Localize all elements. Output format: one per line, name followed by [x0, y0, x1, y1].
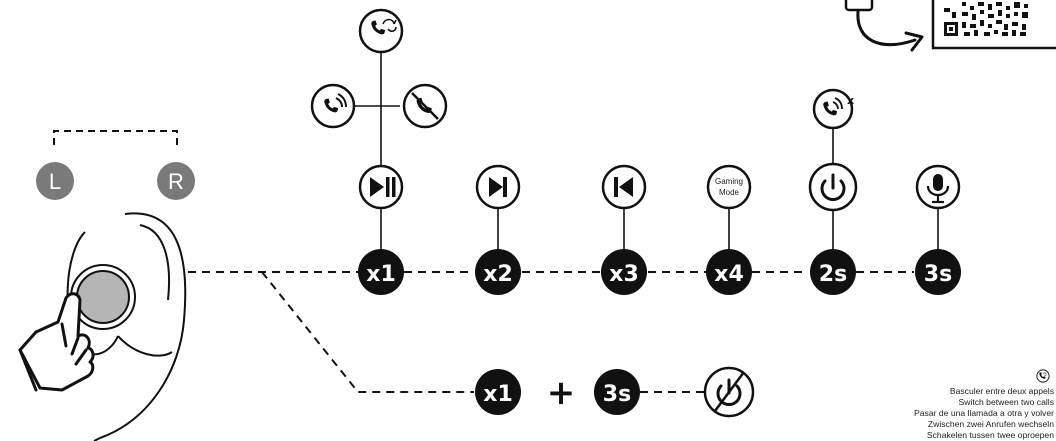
reject-call-mark: x	[847, 94, 854, 107]
power-reset-icon	[703, 366, 755, 418]
left-ear-badge: L	[36, 162, 74, 200]
connector-lines	[339, 52, 939, 250]
legend-icon-row	[864, 369, 1054, 386]
tap-x4-label: x4	[714, 262, 744, 287]
legend-line-fr: Basculer entre deux appels	[949, 386, 1054, 396]
answer-call-icon	[310, 83, 356, 129]
microphone-icon	[915, 164, 961, 210]
combo-hold-3s-label: 3s	[603, 382, 631, 407]
tap-x3-badge: x3	[601, 249, 647, 295]
gaming-mode-line2: Mode	[719, 188, 740, 197]
phone-to-qr-arrow	[844, 0, 924, 52]
left-ear-label: L	[49, 169, 61, 194]
gaming-mode-line1: Gaming	[715, 177, 743, 186]
switch-calls-icon	[1036, 369, 1050, 383]
qr-code-graphic	[931, 0, 1056, 50]
earbud-illustration	[66, 212, 187, 441]
ear-bracket	[53, 130, 178, 145]
right-ear-label: R	[168, 169, 184, 194]
hold-3s-badge: 3s	[915, 249, 961, 295]
tap-x3-label: x3	[609, 262, 639, 287]
previous-track-icon	[601, 164, 647, 210]
tap-x2-badge: x2	[475, 249, 521, 295]
legend-line-en: Switch between two calls	[958, 397, 1054, 407]
switch-calls-icon	[358, 8, 404, 54]
next-track-icon	[475, 164, 521, 210]
right-ear-badge: R	[157, 162, 195, 200]
play-pause-icon	[358, 164, 404, 210]
combo-hold-3s-badge: 3s	[594, 369, 640, 415]
hold-3s-label: 3s	[924, 262, 952, 287]
legend-line-es: Pasar de una llamada a otra y volver	[914, 408, 1054, 418]
power-icon	[808, 162, 858, 212]
hold-2s-badge: 2s	[810, 249, 856, 295]
legend-line-de: Zwischen zwei Anrufen wechseln	[927, 419, 1054, 429]
tap-x2-label: x2	[483, 262, 513, 287]
hand-pointer-icon	[18, 292, 95, 392]
reject-call-icon: x	[812, 88, 854, 130]
legend-line-nl: Schakelen tussen twee oproepen	[926, 430, 1054, 440]
combo-tap-x1-badge: x1	[475, 369, 521, 415]
tap-x1-label: x1	[366, 262, 396, 287]
tap-x4-badge: x4	[706, 249, 752, 295]
hold-2s-label: 2s	[819, 262, 847, 287]
combo-plus-sign: +	[547, 373, 576, 413]
switch-calls-legend: Basculer entre deux appels Switch betwee…	[864, 369, 1054, 441]
tap-x1-badge: x1	[358, 249, 404, 295]
gaming-mode-icon: Gaming Mode	[706, 164, 752, 210]
lower-dashed-line	[261, 271, 704, 393]
end-call-icon	[402, 83, 448, 129]
combo-tap-x1-label: x1	[483, 382, 513, 407]
